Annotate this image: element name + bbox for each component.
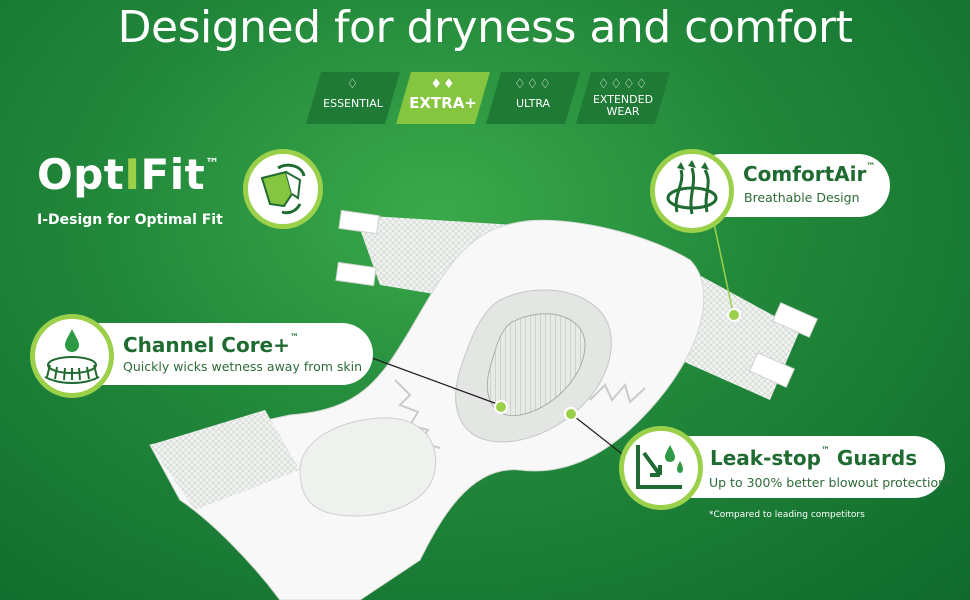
comfortair-heading: ComfortAir™ <box>743 162 875 186</box>
tape-tab <box>338 209 380 235</box>
diaper-fit-icon <box>243 149 323 229</box>
leakstop-heading: Leak-stop™ Guards <box>710 446 917 470</box>
callout-dot <box>494 400 508 414</box>
channelcore-heading-text: Channel Core+ <box>123 333 290 357</box>
optifit-logo: OptIFit™ <box>37 150 220 199</box>
channelcore-subheading: Quickly wicks wetness away from skin <box>123 359 363 374</box>
optifit-logo-highlight: I <box>124 150 141 199</box>
leakstop-heading-part: Leak-stop <box>710 446 821 470</box>
footnote: *Compared to leading competitors <box>709 510 865 520</box>
tape-tab <box>772 302 818 338</box>
leakstop-subheading: Up to 300% better blowout protection* <box>709 475 953 490</box>
tab-ultra[interactable]: ♢♢♢ ULTRA <box>486 72 580 124</box>
tab-label-line1: EXTENDED <box>592 93 654 106</box>
airflow-icon <box>650 149 734 233</box>
drop-icon: ♢♢♢ <box>514 77 552 92</box>
optifit-logo-part: Opt <box>37 150 125 199</box>
leak-guard-icon <box>619 426 703 510</box>
page-title: Designed for dryness and comfort <box>117 2 853 53</box>
trademark: ™ <box>289 333 299 343</box>
tab-label: ESSENTIAL <box>323 97 383 110</box>
leakstop-heading-part: Guards <box>829 446 918 470</box>
optifit-logo-part: Fit <box>140 150 206 199</box>
front-pad <box>299 417 437 517</box>
tab-extended-wear[interactable]: ♢♢♢♢ EXTENDED WEAR <box>576 72 670 124</box>
tape-tab <box>749 352 795 388</box>
leg-ruffle <box>589 382 646 404</box>
trademark: ™ <box>820 446 830 456</box>
channelcore-callout: Channel Core+™ Quickly wicks wetness awa… <box>70 323 373 385</box>
leader-line <box>371 357 501 406</box>
channelcore-heading: Channel Core+™ <box>123 333 299 357</box>
trademark: ™ <box>205 156 220 172</box>
drop-icon: ♢♢♢♢ <box>597 77 649 92</box>
channel-core <box>486 313 586 417</box>
tab-extra-plus[interactable]: ♦♦ EXTRA+ <box>396 72 490 124</box>
trademark: ™ <box>866 162 876 172</box>
absorbency-tabs: ♢ ESSENTIAL ♦♦ EXTRA+ ♢♢♢ ULTRA ♢♢♢♢ EXT… <box>306 72 686 124</box>
tape-tab <box>335 261 377 287</box>
tab-label-line2: WEAR <box>606 105 640 118</box>
comfortair-subheading: Breathable Design <box>744 190 860 205</box>
leakstop-callout: Leak-stop™ Guards Up to 300% better blow… <box>660 436 952 498</box>
callout-dot <box>564 407 578 421</box>
tab-label: EXTRA+ <box>409 94 477 112</box>
drop-icon: ♢ <box>346 77 360 92</box>
comfortair-heading-text: ComfortAir <box>743 162 867 186</box>
tab-label: ULTRA <box>515 97 551 110</box>
front-waist-panel <box>150 410 300 510</box>
tab-label: EXTENDED WEAR <box>584 94 662 118</box>
callout-dot <box>727 308 741 322</box>
tab-essential[interactable]: ♢ ESSENTIAL <box>306 72 400 124</box>
channel-core-icon <box>30 314 114 398</box>
drop-icon: ♦♦ <box>430 77 456 92</box>
optifit-subtitle: I-Design for Optimal Fit <box>37 212 223 228</box>
